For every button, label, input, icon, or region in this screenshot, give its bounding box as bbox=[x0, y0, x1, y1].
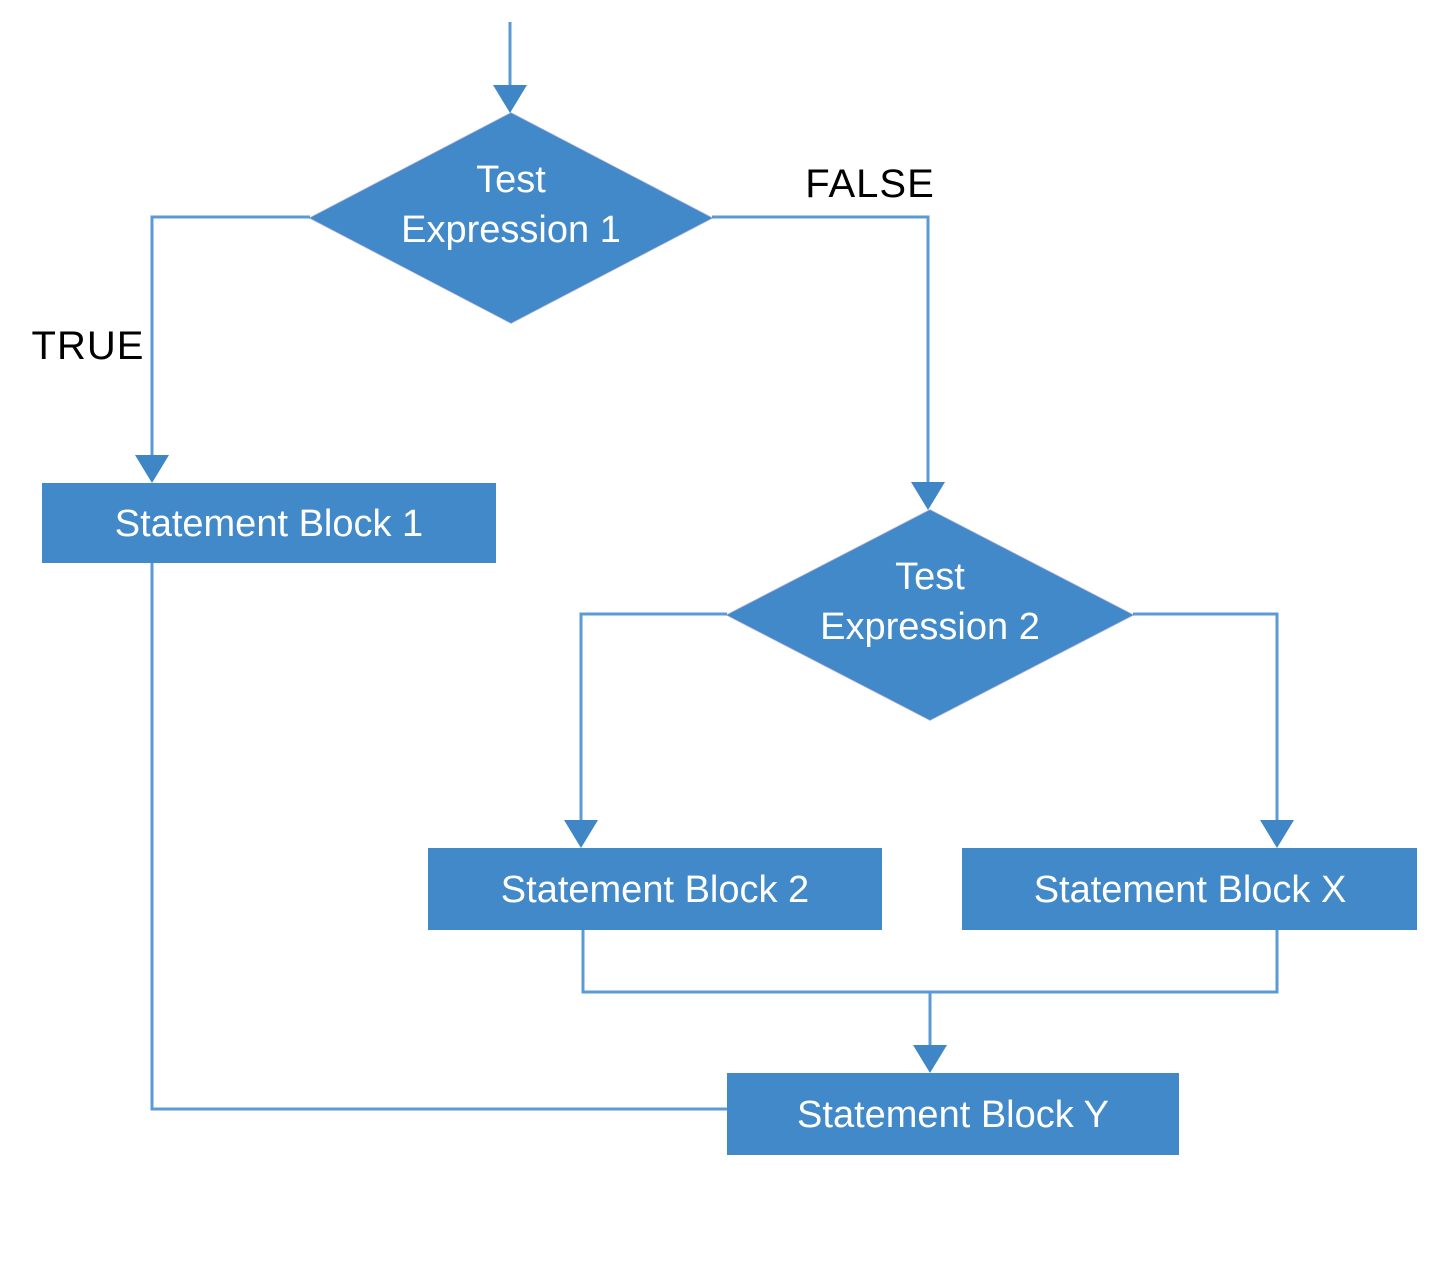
decision-test-expression-1 bbox=[308, 112, 714, 324]
block2-label: Statement Block 2 bbox=[501, 869, 809, 911]
block1-to-blocky-connector bbox=[150, 563, 727, 1111]
blockY-label: Statement Block Y bbox=[797, 1094, 1109, 1136]
false-label: FALSE bbox=[805, 162, 935, 206]
decision2-left-arrowhead-icon bbox=[564, 820, 598, 848]
true-branch-arrowhead-icon bbox=[135, 455, 169, 483]
decision2-right-arrowhead-icon bbox=[1260, 820, 1294, 848]
decision2-label-line1: Test bbox=[895, 556, 965, 598]
entry-arrowhead-icon bbox=[493, 85, 527, 113]
process-statement-block-1 bbox=[42, 483, 496, 563]
block1-label: Statement Block 1 bbox=[115, 503, 423, 545]
process-statement-block-2 bbox=[428, 848, 882, 930]
false-branch-arrowhead-icon bbox=[911, 482, 945, 510]
decision1-label-line1: Test bbox=[476, 159, 546, 201]
process-statement-block-y bbox=[727, 1073, 1179, 1155]
process-statement-block-x bbox=[962, 848, 1417, 930]
true-branch-connector bbox=[150, 215, 310, 457]
false-branch-connector bbox=[712, 215, 930, 484]
decision2-label-line2: Expression 2 bbox=[820, 606, 1040, 648]
blockX-label: Statement Block X bbox=[1034, 869, 1347, 911]
decision2-right-branch-connector bbox=[1133, 612, 1279, 822]
decision-test-expression-2 bbox=[725, 509, 1135, 721]
merge-rail-connector bbox=[581, 930, 1279, 994]
blocky-arrowhead-icon bbox=[913, 1045, 947, 1073]
decision2-left-branch-connector bbox=[579, 612, 727, 822]
decision1-label-line2: Expression 1 bbox=[401, 209, 621, 251]
true-label: TRUE bbox=[32, 324, 145, 368]
